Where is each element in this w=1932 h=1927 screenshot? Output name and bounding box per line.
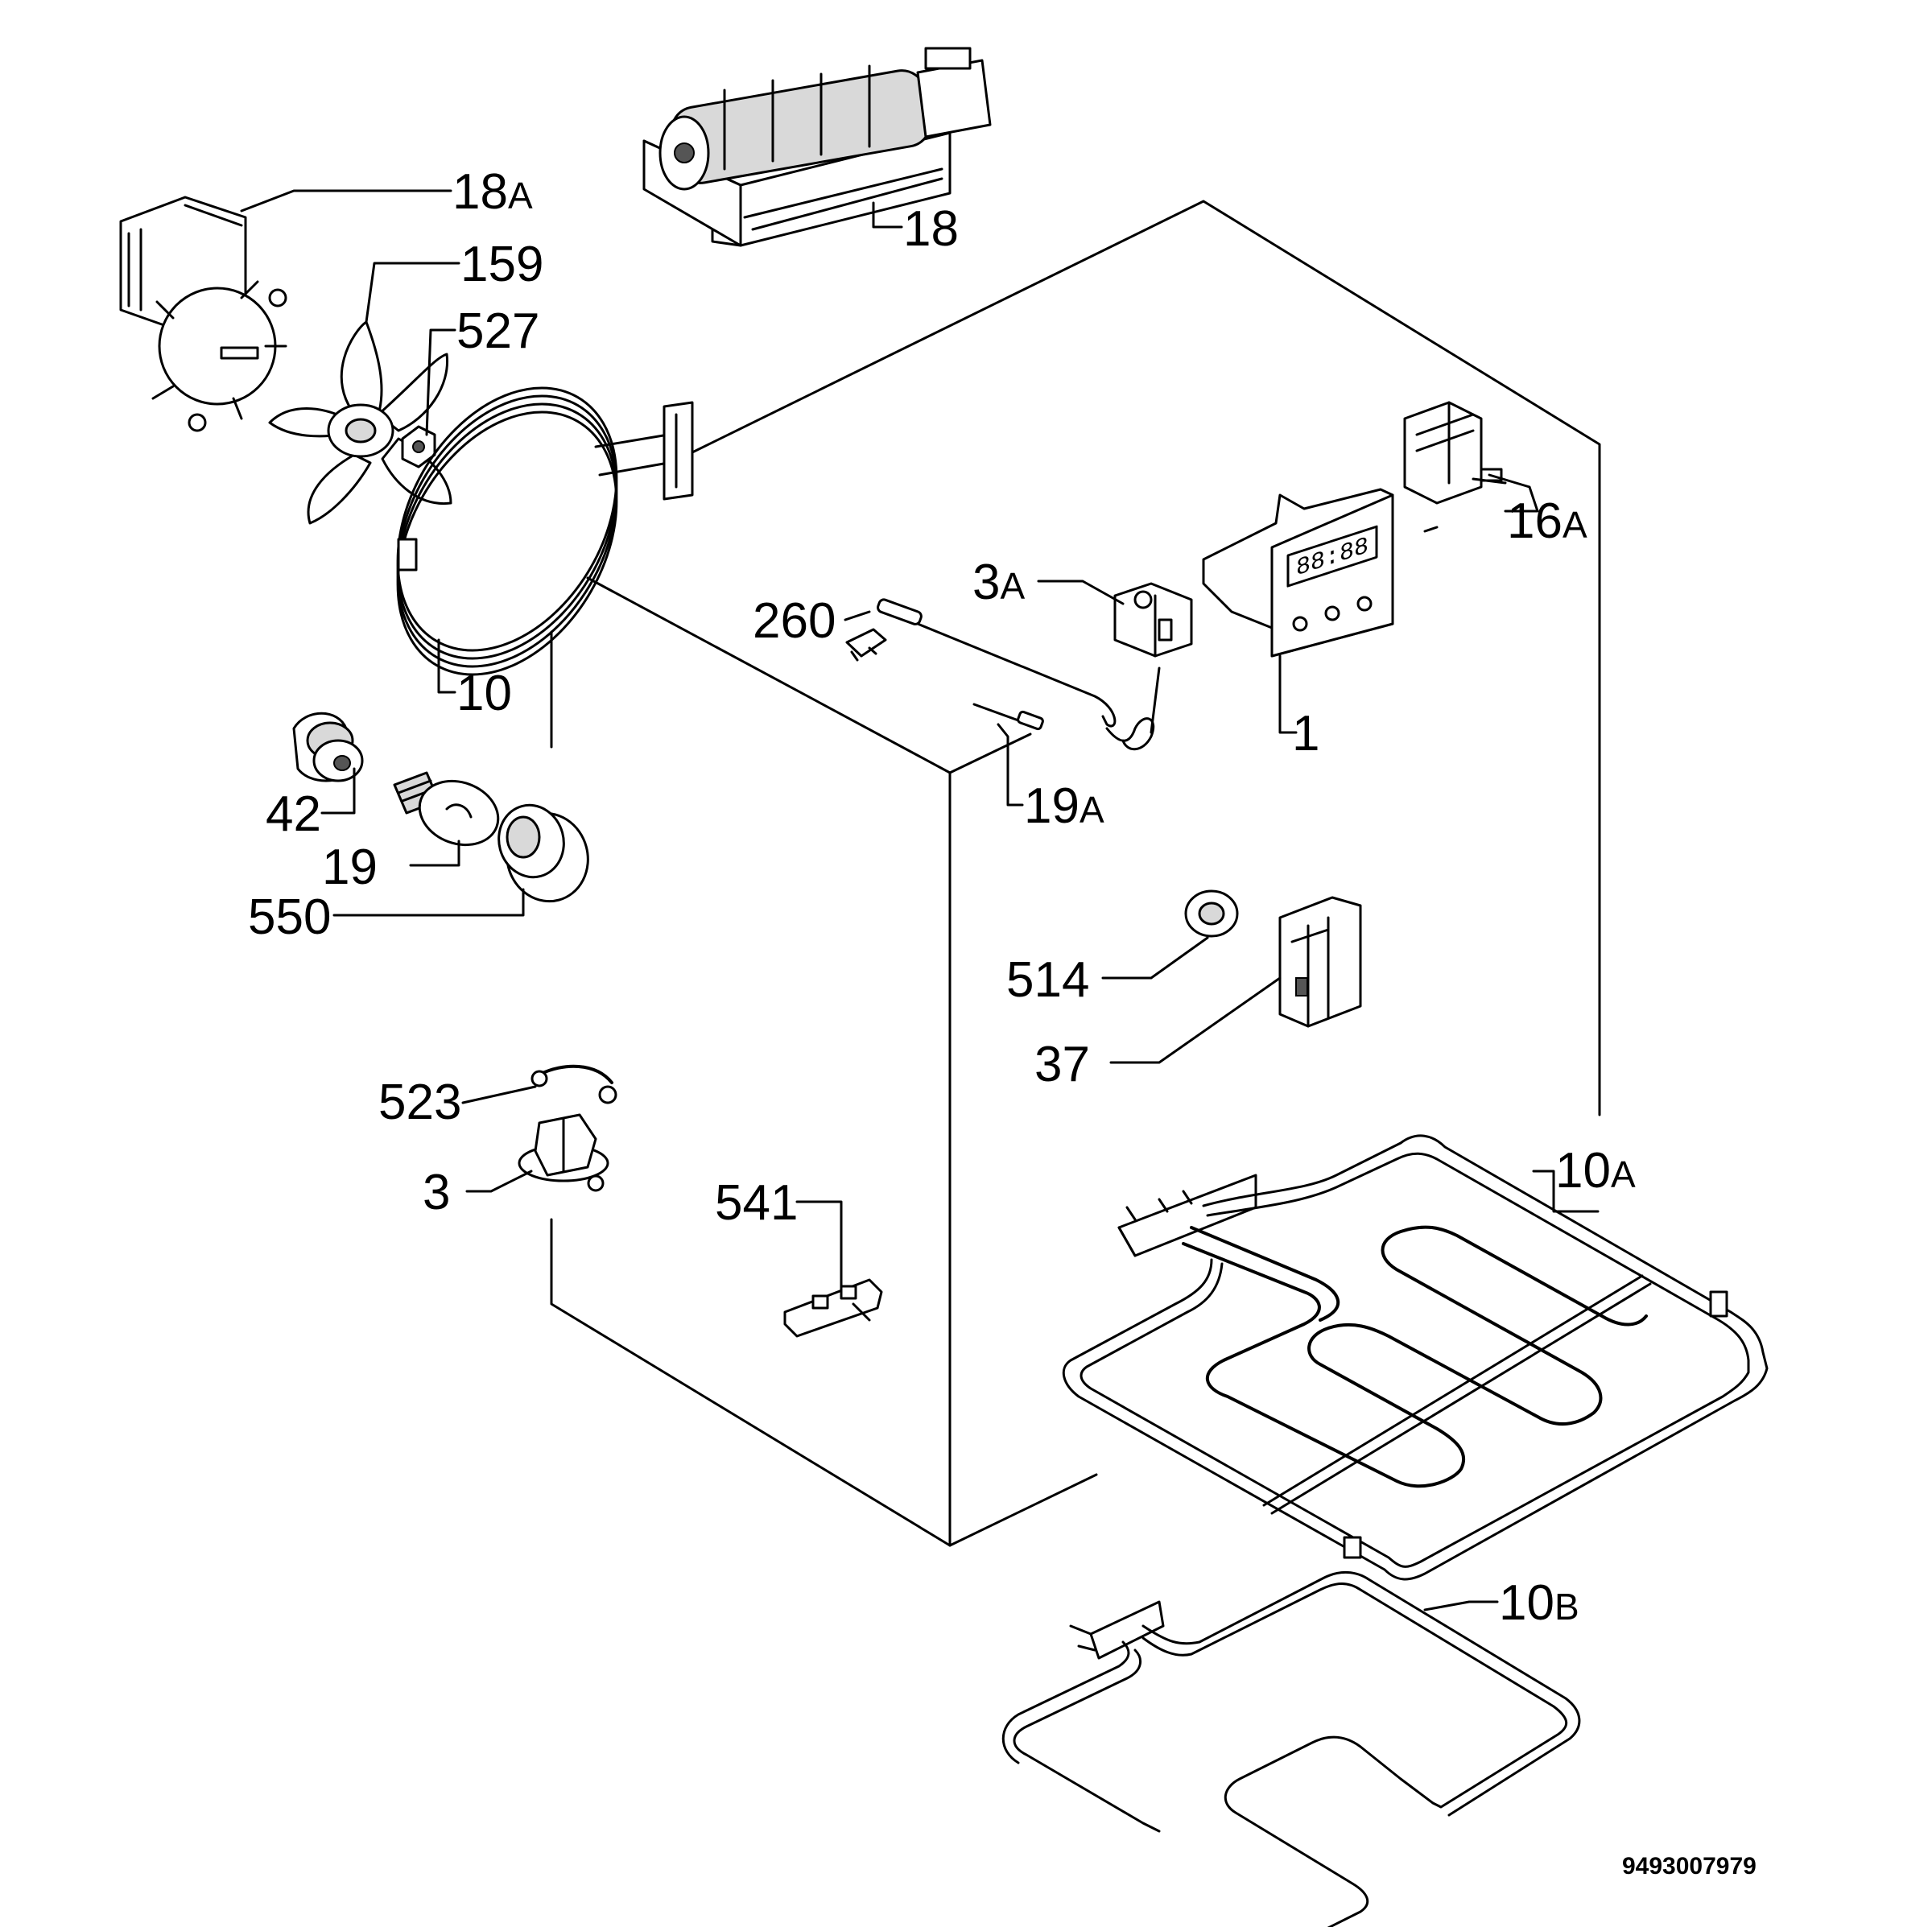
label-37: 37 [1034,1037,1090,1092]
label-10a: 10A [1555,1143,1636,1199]
label-527: 527 [456,303,539,359]
lamp-cover-part [497,803,589,903]
connector-part [783,1278,883,1338]
label-3a: 3A [972,555,1025,610]
electronic-timer-part: 88:88 [1202,488,1394,658]
oven-cavity-outline [550,200,1601,1547]
label-260: 260 [753,593,836,649]
terminal-block-part [1278,896,1362,1028]
sensor-clip-part [845,628,887,662]
label-550: 550 [248,889,331,945]
label-1: 1 [1292,706,1319,761]
label-514: 514 [1006,952,1089,1008]
tangential-fan-part [642,47,992,247]
sensor-part [972,703,1044,731]
thermostat-probe-part [877,582,1193,751]
lamp-part [393,771,500,847]
label-18: 18 [903,201,959,257]
label-159: 159 [460,237,543,292]
document-number: 9493007979 [1622,1853,1757,1880]
label-523: 523 [378,1075,461,1130]
label-10b: 10B [1499,1575,1579,1631]
bottom-heating-element-part [1001,1571,1581,1927]
selector-switch-part [1403,401,1503,533]
grommet-part [1184,889,1239,938]
label-42: 42 [266,786,321,842]
callout-labels: 18A 18 159 527 10 260 3A 16A 1 19A 42 19… [248,164,1636,1631]
label-16a: 16A [1507,493,1587,549]
label-10: 10 [456,666,512,721]
grill-heating-element-part [1062,1134,1769,1581]
label-19: 19 [322,840,378,895]
safety-thermostat-part [518,1113,609,1192]
label-541: 541 [715,1175,798,1231]
label-3: 3 [423,1165,450,1220]
circular-heating-element-part [396,386,694,676]
leader-lines [240,189,1600,1611]
fan-motor-part [119,196,287,432]
label-18a: 18A [452,164,533,220]
label-19a: 19A [1024,778,1104,834]
fan-blade-part [268,320,452,525]
clip-part [530,1064,617,1104]
lamp-holder-part [292,712,364,782]
